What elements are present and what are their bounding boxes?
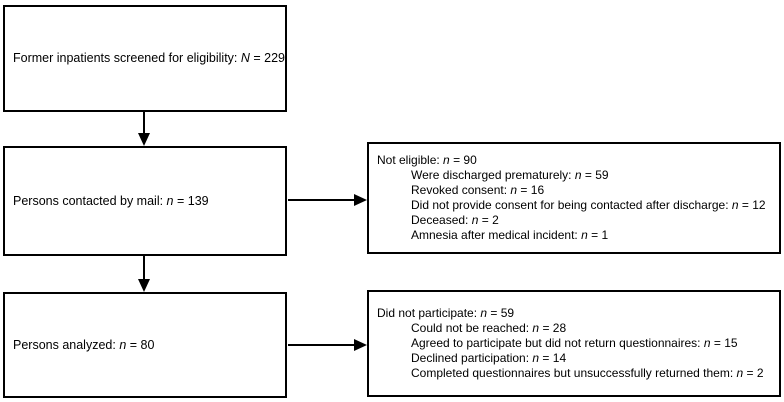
screened-line: Former inpatients screened for eligibili…	[13, 51, 285, 66]
reason-label: Deceased:	[411, 213, 472, 227]
not-eligible-reason: Deceased: n = 2	[377, 213, 775, 228]
reason-count: = 2	[743, 366, 764, 380]
analyzed-line: Persons analyzed: n = 80	[13, 338, 154, 353]
arrow-contacted-to-not-eligible	[288, 194, 367, 206]
n-variable: n	[119, 337, 127, 352]
reason-label: Revoked consent:	[411, 183, 511, 197]
analyzed-label: Persons analyzed:	[13, 337, 120, 352]
not-eligible-title: Not eligible: n = 90	[377, 153, 775, 168]
not-eligible-count: = 90	[449, 153, 477, 167]
n-variable: n	[703, 336, 711, 350]
n-variable: n	[443, 153, 450, 167]
n-variable: n	[731, 198, 739, 212]
arrow-screened-to-contacted	[138, 112, 150, 146]
not-eligible-label: Not eligible:	[377, 153, 444, 167]
n-variable: n	[480, 306, 488, 320]
did-not-participate-label: Did not participate:	[377, 306, 481, 320]
arrow-contacted-to-analyzed	[138, 256, 150, 292]
reason-label: Could not be reached:	[411, 321, 533, 335]
reason-label: Were discharged prematurely:	[411, 168, 575, 182]
not-eligible-reason: Amnesia after medical incident: n = 1	[377, 228, 775, 243]
n-variable: n	[574, 168, 582, 182]
reason-count: = 1	[587, 228, 609, 242]
reason-count: = 28	[539, 321, 567, 335]
analyzed-count: = 80	[126, 337, 155, 352]
reason-count: = 12	[738, 198, 766, 212]
contacted-count: = 139	[173, 193, 209, 208]
not-eligible-reason: Were discharged prematurely: n = 59	[377, 168, 775, 183]
box-persons-analyzed: Persons analyzed: n = 80	[3, 292, 287, 398]
reason-count: = 14	[539, 351, 567, 365]
n-variable: n	[532, 321, 540, 335]
did-not-participate-title: Did not participate: n = 59	[377, 306, 775, 321]
screened-count: = 229	[249, 51, 286, 65]
did-not-participate-reason: Could not be reached: n = 28	[377, 321, 775, 336]
n-variable: n	[471, 213, 479, 227]
did-not-participate-reason: Declined participation: n = 14	[377, 351, 775, 366]
box-not-eligible: Not eligible: n = 90 Were discharged pre…	[367, 142, 781, 254]
reason-count: = 2	[478, 213, 499, 227]
n-variable: n	[510, 183, 518, 197]
did-not-participate-reason: Completed questionnaires but unsuccessfu…	[377, 366, 775, 381]
reason-label: Declined participation:	[411, 351, 533, 365]
contacted-label: Persons contacted by mail:	[13, 193, 167, 208]
n-variable: n	[532, 351, 540, 365]
n-variable: n	[736, 366, 744, 380]
reason-label: Amnesia after medical incident:	[411, 228, 582, 242]
box-did-not-participate: Did not participate: n = 59 Could not be…	[367, 290, 781, 397]
not-eligible-reason: Revoked consent: n = 16	[377, 183, 775, 198]
contacted-line: Persons contacted by mail: n = 139	[13, 194, 209, 209]
reason-label: Did not provide consent for being contac…	[411, 198, 732, 212]
did-not-participate-reason: Agreed to participate but did not return…	[377, 336, 775, 351]
box-screened-for-eligibility: Former inpatients screened for eligibili…	[3, 5, 287, 112]
reason-count: = 16	[517, 183, 545, 197]
screened-label: Former inpatients screened for eligibili…	[13, 51, 241, 65]
n-variable: n	[166, 193, 174, 208]
did-not-participate-count: = 59	[487, 306, 515, 320]
reason-label: Completed questionnaires but unsuccessfu…	[411, 366, 737, 380]
n-variable: n	[581, 228, 588, 242]
arrow-analyzed-to-did-not-participate	[288, 339, 367, 351]
reason-label: Agreed to participate but did not return…	[411, 336, 704, 350]
reason-count: = 15	[710, 336, 738, 350]
box-contacted-by-mail: Persons contacted by mail: n = 139	[3, 146, 287, 256]
reason-count: = 59	[581, 168, 609, 182]
not-eligible-reason: Did not provide consent for being contac…	[377, 198, 775, 213]
big-n-variable: N	[240, 51, 250, 65]
